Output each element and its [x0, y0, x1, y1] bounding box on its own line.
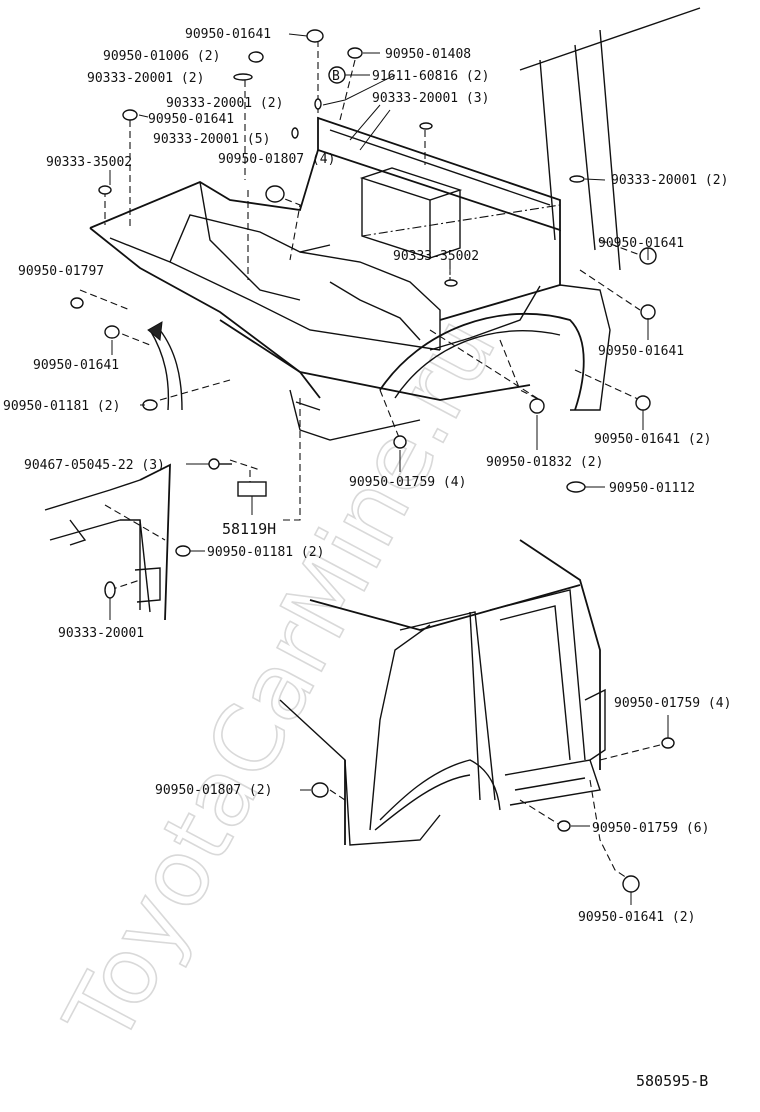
- part-label: 90333-35002: [393, 249, 479, 264]
- part-label: 90950-01181 (2): [207, 545, 324, 560]
- plug-icon: [635, 395, 651, 411]
- part-label: 90950-01641: [148, 112, 234, 127]
- callout-marker: B: [332, 69, 340, 84]
- part-label: 90333-20001 (5): [153, 132, 270, 147]
- screw-icon: [208, 458, 220, 470]
- clip-icon: [557, 820, 571, 832]
- drawing-code: 580595-B: [636, 1072, 708, 1090]
- plug-icon: [306, 29, 324, 43]
- part-label: 90950-01759 (6): [592, 821, 709, 836]
- plug-icon: [347, 47, 363, 59]
- part-label: 90333-20001 (3): [372, 91, 489, 106]
- plug-icon: [640, 304, 656, 320]
- part-label: 90333-35002: [46, 155, 132, 170]
- label-leaders: [109, 33, 669, 905]
- part-label: 90950-01641: [598, 344, 684, 359]
- plug-icon: [104, 325, 120, 339]
- part-label: 90950-01832 (2): [486, 455, 603, 470]
- part-label: 90950-01641: [598, 236, 684, 251]
- quarter-panel-detail: [44, 463, 251, 621]
- grommet-icon: [444, 279, 458, 287]
- part-label: 90950-01759 (4): [349, 475, 466, 490]
- part-label: 90333-20001 (2): [166, 96, 283, 111]
- upper-leaders: [79, 40, 641, 521]
- watermark: ToyotaCarMine.ru: [44, 300, 516, 1061]
- part-label: 90333-20001 (2): [87, 71, 204, 86]
- part-label: 90950-01807 (4): [218, 152, 335, 167]
- fastener-symbols: [70, 29, 675, 893]
- grommet-icon: [104, 581, 116, 599]
- part-label: 58119H: [222, 520, 276, 538]
- clip-icon: [70, 297, 84, 309]
- bracket-icon: [237, 481, 267, 497]
- part-label: 90333-20001: [58, 626, 144, 641]
- grommet-icon: [98, 185, 112, 195]
- plug-icon: [529, 398, 545, 414]
- part-labels: 90950-01641 90950-01006 (2) 90950-01408 …: [3, 27, 731, 1090]
- plug-icon: [622, 875, 640, 893]
- floor-assembly: [89, 7, 701, 441]
- plug-icon: [122, 109, 138, 121]
- plug-icon: [265, 185, 285, 203]
- part-label: 91611-60816 (2): [372, 69, 489, 84]
- part-label: 90950-01112: [609, 481, 695, 496]
- part-label: 90467-05045-22 (3): [24, 458, 165, 473]
- plug-icon: [566, 481, 586, 493]
- part-label: 90950-01641 (2): [594, 432, 711, 447]
- grommet-icon: [569, 175, 585, 183]
- part-label: 90950-01641: [185, 27, 271, 42]
- part-label: 90950-01759 (4): [614, 696, 731, 711]
- part-label: 90950-01807 (2): [155, 783, 272, 798]
- grommet-icon: [291, 127, 299, 139]
- plug-icon: [311, 782, 329, 798]
- clip-icon: [661, 737, 675, 749]
- clip-icon: [142, 399, 158, 411]
- plug-icon: [248, 51, 264, 63]
- part-label: 90333-20001 (2): [611, 173, 728, 188]
- grommet-icon: [233, 73, 253, 81]
- part-label: 90950-01408: [385, 47, 471, 62]
- part-label: 90950-01641: [33, 358, 119, 373]
- clip-icon: [175, 545, 191, 557]
- grommet-icon: [419, 122, 433, 130]
- part-label: 90950-01797: [18, 264, 104, 279]
- part-label: 90950-01006 (2): [103, 49, 220, 64]
- grommet-icon: [314, 98, 322, 110]
- vehicle-side-lower: [279, 539, 661, 881]
- plug-icon: [393, 435, 407, 449]
- part-label: 90950-01181 (2): [3, 399, 120, 414]
- part-label: 90950-01641 (2): [578, 910, 695, 925]
